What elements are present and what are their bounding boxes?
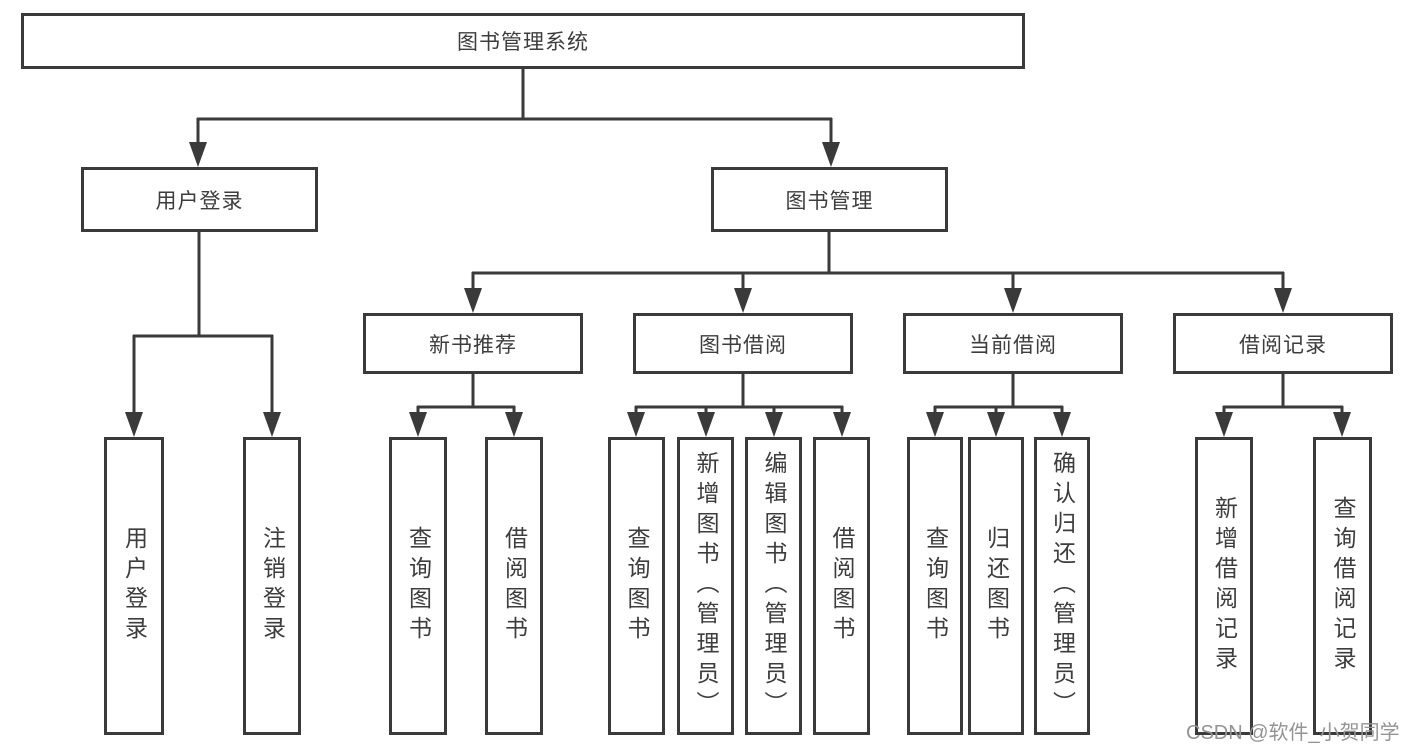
leaf-logout: 注销登录 bbox=[243, 437, 301, 735]
leaf-add-books-admin: 新增图书（管理员） bbox=[677, 437, 734, 735]
leaf-return-books: 归还图书 bbox=[968, 437, 1024, 735]
node-label: 图书借阅 bbox=[699, 333, 787, 357]
node-book-management: 图书管理 bbox=[711, 167, 948, 232]
leaf-borrow-books-1: 借阅图书 bbox=[485, 437, 543, 735]
node-label: 查询图书 bbox=[624, 526, 650, 646]
node-label: 归还图书 bbox=[983, 526, 1010, 646]
node-label: 确认归还（管理员） bbox=[1049, 451, 1076, 721]
leaf-query-books-1: 查询图书 bbox=[389, 437, 447, 735]
node-label: 借阅图书 bbox=[829, 526, 855, 646]
leaf-confirm-return-admin: 确认归还（管理员） bbox=[1034, 437, 1090, 735]
node-label: 当前借阅 bbox=[969, 333, 1057, 357]
leaf-query-books-2: 查询图书 bbox=[608, 437, 665, 735]
leaf-query-borrow-record: 查询借阅记录 bbox=[1313, 437, 1372, 735]
node-library-system: 图书管理系统 bbox=[21, 13, 1025, 69]
node-label: 查询图书 bbox=[405, 526, 432, 646]
leaf-add-borrow-record: 新增借阅记录 bbox=[1195, 437, 1253, 735]
node-label: 图书管理系统 bbox=[457, 31, 589, 54]
node-label: 查询图书 bbox=[922, 526, 949, 646]
node-label: 新增借阅记录 bbox=[1211, 496, 1238, 676]
node-label: 图书管理 bbox=[785, 189, 874, 213]
node-label: 用户登录 bbox=[121, 526, 148, 646]
leaf-query-books-3: 查询图书 bbox=[907, 437, 963, 735]
node-user-login: 用户登录 bbox=[81, 167, 318, 232]
leaf-edit-books-admin: 编辑图书（管理员） bbox=[745, 437, 802, 735]
leaf-borrow-books-2: 借阅图书 bbox=[813, 437, 870, 735]
node-label: 编辑图书（管理员） bbox=[761, 451, 787, 721]
node-borrow-record: 借阅记录 bbox=[1173, 313, 1393, 374]
node-current-borrow: 当前借阅 bbox=[903, 313, 1123, 374]
node-label: 借阅记录 bbox=[1239, 333, 1327, 357]
node-new-book-recommend: 新书推荐 bbox=[363, 313, 583, 374]
leaf-user-login: 用户登录 bbox=[104, 437, 164, 735]
node-label: 新增图书（管理员） bbox=[693, 451, 719, 721]
node-label: 借阅图书 bbox=[501, 526, 528, 646]
node-label: 注销登录 bbox=[259, 526, 286, 646]
node-label: 新书推荐 bbox=[429, 333, 517, 357]
node-book-borrow: 图书借阅 bbox=[633, 313, 853, 374]
node-label: 用户登录 bbox=[155, 189, 244, 213]
csdn-watermark: CSDN @软件_小贺同学 bbox=[1186, 722, 1400, 744]
node-label: 查询借阅记录 bbox=[1330, 496, 1356, 676]
